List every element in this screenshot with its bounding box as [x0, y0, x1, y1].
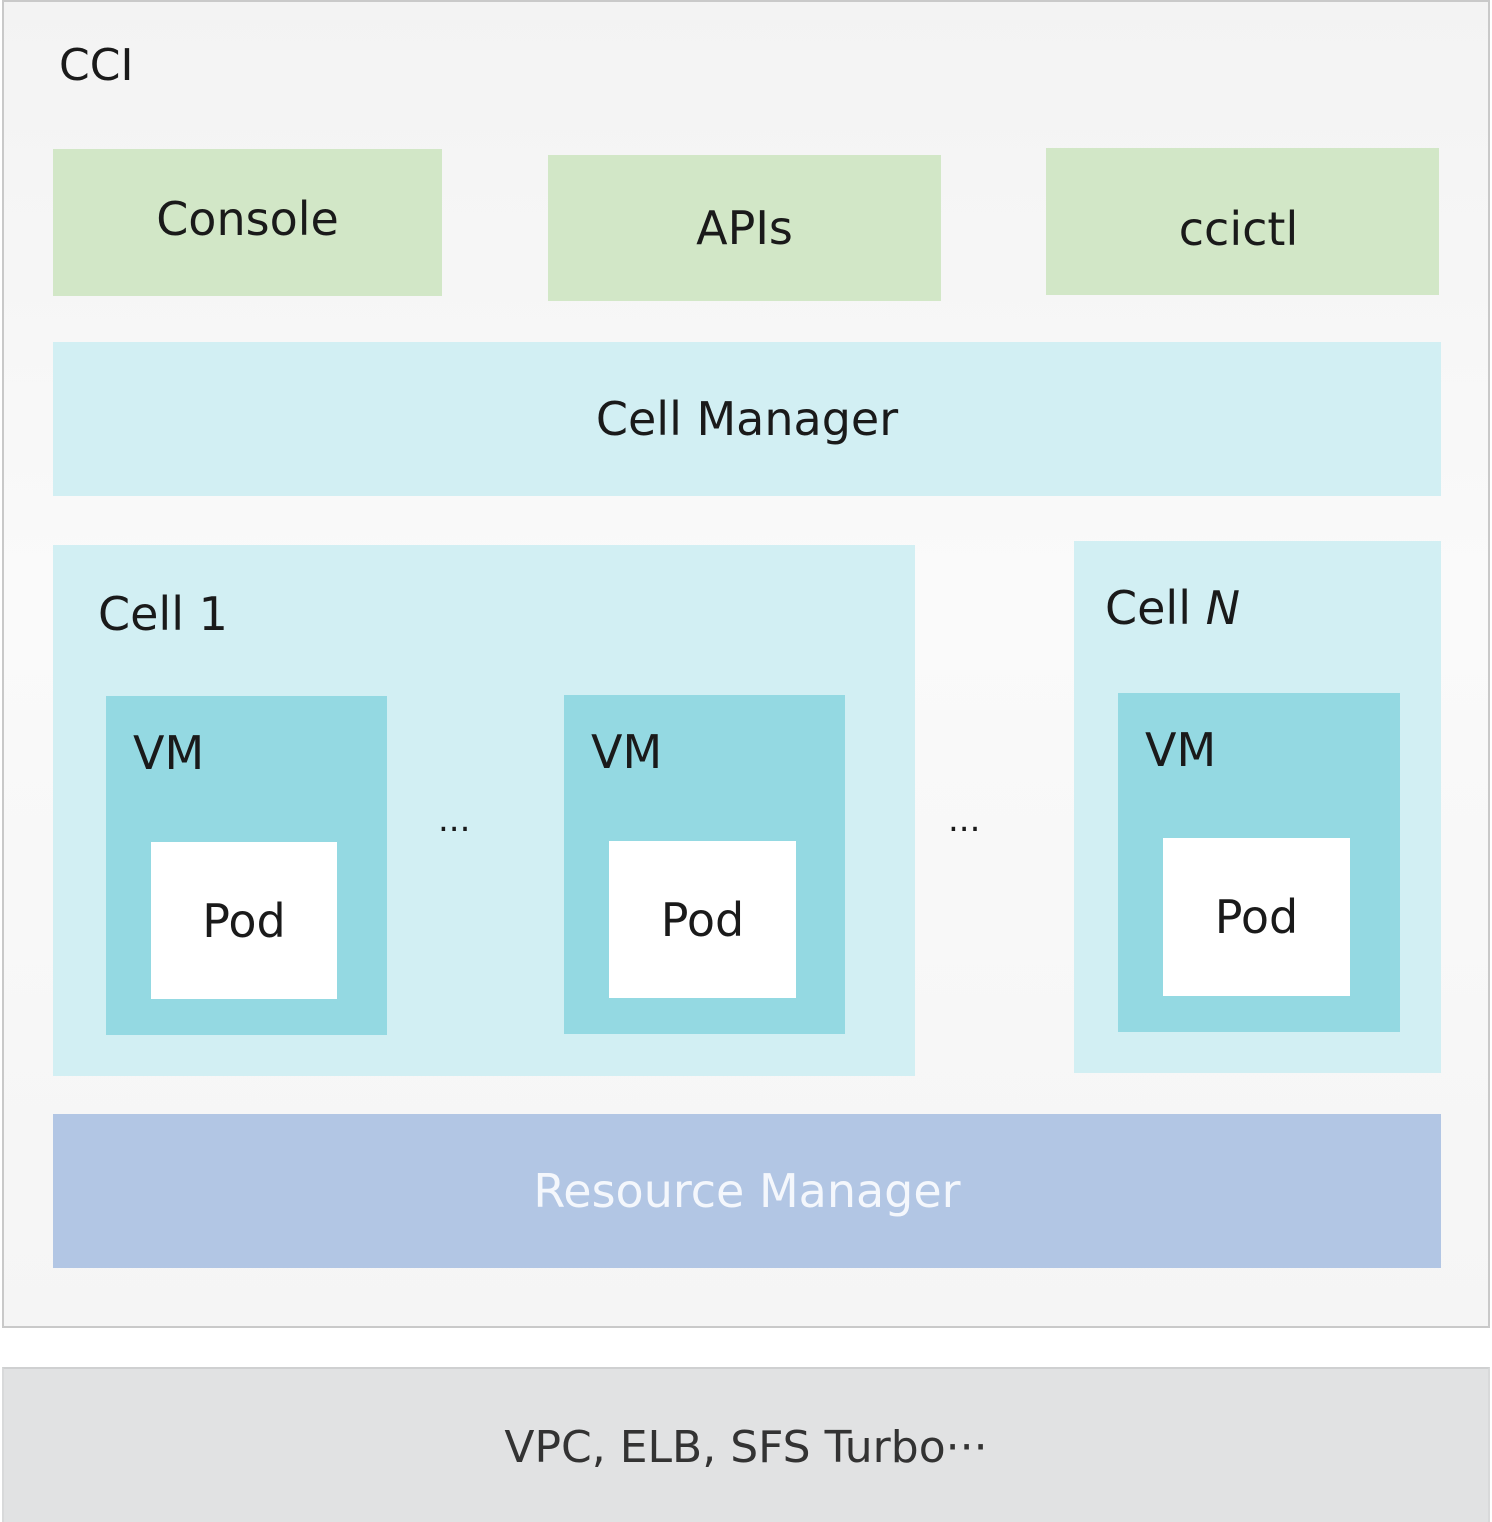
infrastructure-label: VPC, ELB, SFS Turbo··· [504, 1422, 988, 1473]
cell-manager-box: Cell Manager [53, 342, 1441, 496]
console-box: Console [53, 149, 442, 296]
cell-n-vm-1-pod: Pod [1163, 838, 1350, 996]
resource-manager-box: Resource Manager [53, 1114, 1441, 1268]
apis-label: APIs [696, 201, 793, 255]
cell-1-vm-1-pod-label: Pod [202, 893, 286, 948]
cell-1-label: Cell 1 [98, 587, 228, 641]
cell-n-vm-1-label: VM [1145, 723, 1217, 777]
infrastructure-box: VPC, ELB, SFS Turbo··· [2, 1367, 1490, 1522]
cell-manager-label: Cell Manager [595, 392, 899, 446]
ccictl-box: ccictl [1046, 148, 1439, 295]
cell-1-vm-1-pod: Pod [151, 842, 337, 999]
between-cells-ellipsis: ... [948, 800, 981, 840]
cci-label: CCI [59, 40, 134, 91]
cell-1-vm-2-label: VM [591, 725, 663, 779]
apis-box: APIs [548, 155, 941, 301]
console-label: Console [156, 191, 339, 246]
cell-1-vm-1-label: VM [133, 726, 205, 780]
cell-1-vm-2: VM Pod [564, 695, 845, 1034]
resource-manager-label: Resource Manager [533, 1164, 961, 1218]
cell-n-vm-1-pod-label: Pod [1214, 890, 1299, 944]
cell-1-box: Cell 1 VM Pod ... VM Pod [53, 545, 915, 1076]
cell-n-box: Cell N VM Pod [1074, 541, 1441, 1073]
cell-1-vm-1: VM Pod [106, 696, 387, 1035]
cell-n-label: Cell N [1105, 581, 1240, 635]
cell-1-index: 1 [198, 587, 228, 641]
cell-n-index: N [1205, 581, 1241, 635]
cell-1-vm-2-pod: Pod [609, 841, 796, 998]
cell-n-label-text: Cell [1105, 581, 1191, 635]
ccictl-label: ccictl [1178, 201, 1299, 256]
cell-1-vm-2-pod-label: Pod [660, 892, 745, 947]
cell-1-vm-ellipsis: ... [438, 800, 471, 840]
cell-n-vm-1: VM Pod [1118, 693, 1400, 1032]
cell-1-label-text: Cell [98, 587, 184, 641]
